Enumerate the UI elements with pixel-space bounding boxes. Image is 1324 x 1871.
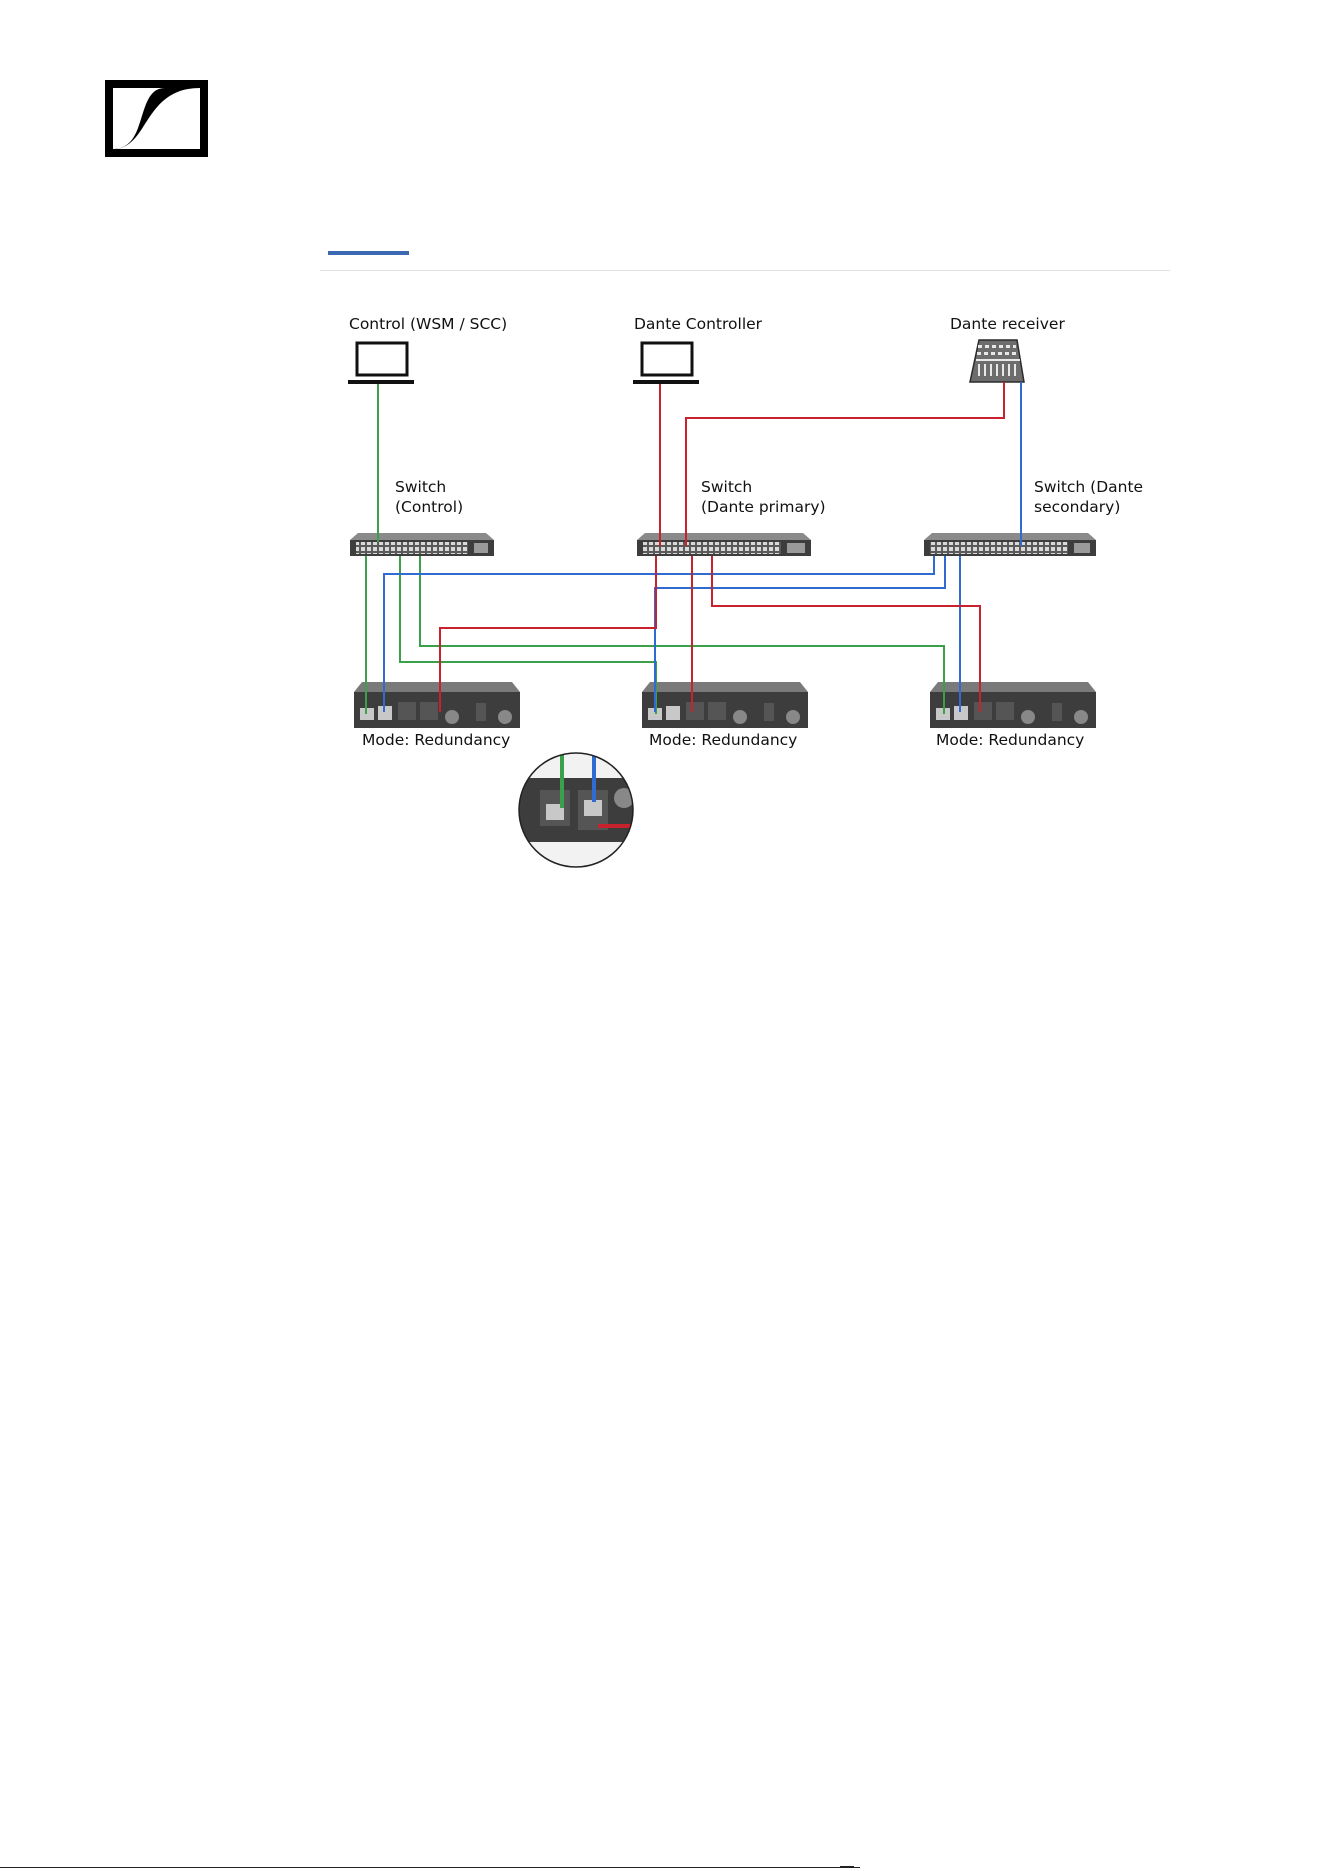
receiver-unit-icon [930,682,1096,728]
dante-controller-label: Dante Controller [634,314,762,334]
network-switch-icon [637,533,811,556]
footer-divider [0,1867,860,1868]
laptop-icon [633,343,699,384]
switch-primary-label-line1: Switch [701,477,752,497]
switch-secondary-label-line1: Switch (Dante [1034,477,1143,497]
switch-primary-label-line2: (Dante primary) [701,497,826,517]
receiver-unit-icon [354,682,520,728]
switch-control-label-line2: (Control) [395,497,463,517]
mixer-icon [970,340,1024,382]
switch-secondary-label-line2: secondary) [1034,497,1120,517]
device-mode-label: Mode: Redundancy [649,730,797,750]
footer-mark [840,1866,854,1868]
dante-receiver-label: Dante receiver [950,314,1065,334]
laptop-icon [348,343,414,384]
device-mode-label: Mode: Redundancy [362,730,510,750]
network-switch-icon [924,533,1096,556]
receiver-unit-icon [642,682,808,728]
control-pc-label: Control (WSM / SCC) [349,314,507,334]
port-detail-magnifier-icon [519,753,634,867]
device-mode-label: Mode: Redundancy [936,730,1084,750]
network-switch-icon [350,533,494,556]
switch-control-label-line1: Switch [395,477,446,497]
